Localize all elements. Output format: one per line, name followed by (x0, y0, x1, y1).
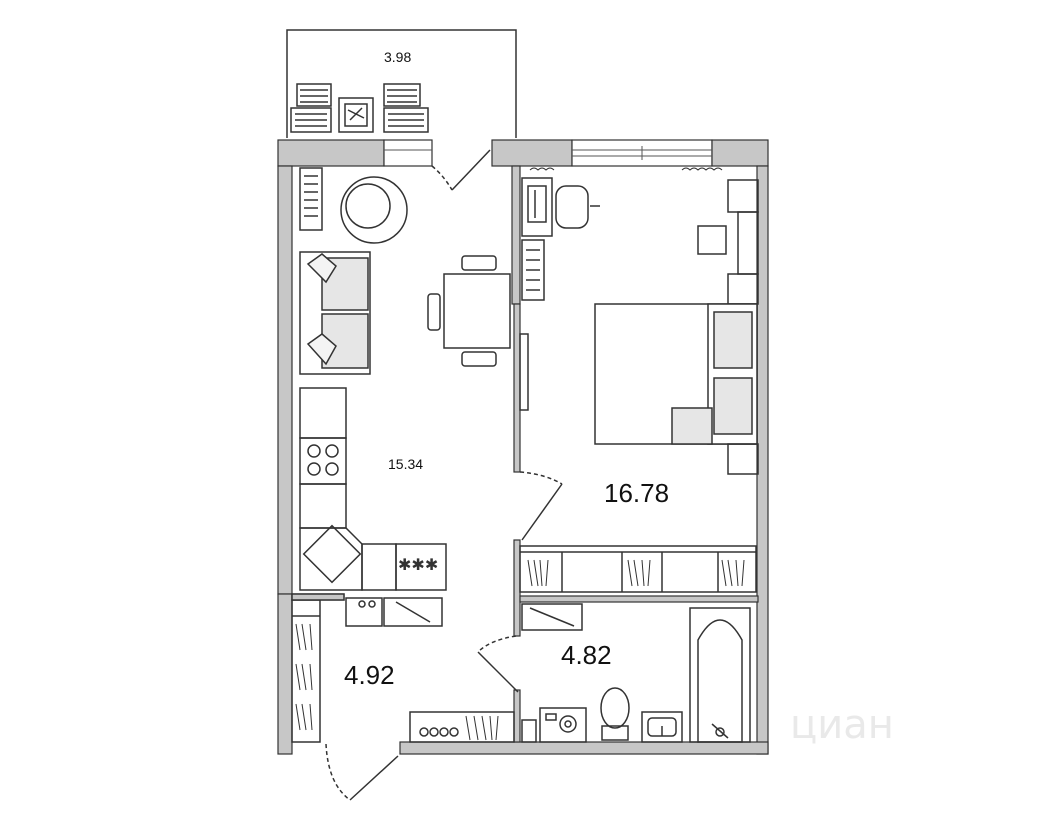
washing-machine (539, 707, 587, 743)
utility-shelf (345, 597, 443, 627)
sofa (299, 251, 371, 375)
room-area-bathroom: 4.82 (561, 640, 612, 670)
bathtub (689, 607, 751, 743)
shelf (299, 167, 323, 231)
windows (384, 146, 712, 160)
balcony-table (338, 97, 374, 133)
walls (277, 139, 769, 755)
desk (521, 177, 600, 237)
pipe (521, 719, 537, 743)
balcony-chair (383, 83, 429, 133)
watermark: циан (790, 702, 894, 748)
armchair (340, 176, 408, 244)
bathroom (521, 603, 751, 743)
balcony-chair (290, 83, 332, 133)
sink (641, 711, 683, 743)
fridge (395, 543, 447, 591)
room-area-hallway: 4.92 (344, 660, 395, 690)
stove (299, 437, 347, 485)
hallway (291, 599, 515, 743)
balcony (286, 29, 517, 138)
svg-text:✱✱✱: ✱✱✱ (398, 555, 438, 574)
shelf (521, 239, 545, 301)
room-area-kitchen-living: 15.34 (388, 456, 423, 472)
doors (325, 149, 563, 801)
room-area-bedroom: 16.78 (604, 478, 669, 508)
kitchen-counter: ✱✱✱ (299, 387, 447, 591)
bed (594, 303, 759, 475)
room-area-balcony: 3.98 (384, 49, 411, 65)
shoe-rack (409, 711, 515, 743)
dining-table (427, 255, 511, 367)
kitchen-living: ✱✱✱ (299, 167, 511, 627)
bedroom (519, 167, 759, 593)
toilet (600, 687, 630, 741)
wardrobe (519, 545, 757, 593)
hallway-wardrobe (291, 599, 321, 743)
